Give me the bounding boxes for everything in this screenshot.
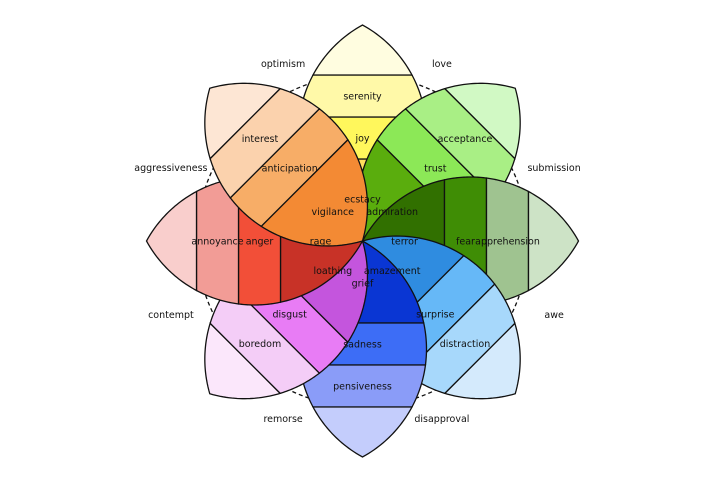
petal-joy-band-3 bbox=[311, 24, 414, 76]
emotion-label-interest: interest bbox=[242, 134, 279, 145]
dyad-label-disapproval: disapproval bbox=[414, 414, 469, 425]
petal-anger-band-3 bbox=[145, 190, 198, 292]
dyad-label-love: love bbox=[432, 59, 452, 70]
emotion-label-terror: terror bbox=[391, 237, 418, 248]
emotion-label-grief: grief bbox=[352, 279, 374, 290]
emotion-label-sadness: sadness bbox=[343, 340, 382, 351]
dyad-labels: love submission awe disapproval remorse conte… bbox=[134, 59, 580, 425]
emotion-label-vigilance: vigilance bbox=[312, 207, 355, 218]
petal-trust-band-3 bbox=[443, 82, 521, 160]
emotion-label-admiration: admiration bbox=[366, 207, 418, 218]
dyad-label-submission: submission bbox=[527, 163, 580, 174]
emotion-label-disgust: disgust bbox=[273, 309, 308, 320]
petal-disgust-band-3 bbox=[204, 322, 282, 400]
emotion-label-rage: rage bbox=[310, 237, 332, 248]
emotion-label-joy: joy bbox=[354, 134, 369, 145]
petal-anticipation-band-3 bbox=[204, 82, 282, 160]
petal-surprise-band-3 bbox=[443, 322, 521, 400]
petal-fear-band-3 bbox=[527, 190, 580, 292]
emotion-label-anger: anger bbox=[246, 237, 274, 248]
emotion-petals bbox=[145, 24, 580, 458]
emotion-label-apprehension: apprehension bbox=[475, 237, 540, 248]
emotion-label-annoyance: annoyance bbox=[191, 237, 243, 248]
emotion-label-amazement: amazement bbox=[364, 266, 421, 277]
dyad-label-awe: awe bbox=[544, 310, 564, 321]
emotion-label-acceptance: acceptance bbox=[438, 134, 493, 145]
dyad-label-remorse: remorse bbox=[263, 414, 302, 425]
emotion-label-loathing: loathing bbox=[313, 266, 352, 277]
petal-sadness-band-3 bbox=[311, 406, 414, 458]
dyad-label-optimism: optimism bbox=[261, 59, 305, 70]
dyad-label-contempt: contempt bbox=[148, 310, 194, 321]
emotion-labels: ecstacy joy serenity admiration trust accepta… bbox=[191, 92, 539, 393]
emotion-label-ecstacy: ecstacy bbox=[344, 195, 381, 206]
emotion-label-fear: fear bbox=[456, 237, 475, 248]
emotion-label-anticipation: anticipation bbox=[262, 164, 318, 175]
emotion-label-pensiveness: pensiveness bbox=[333, 382, 392, 393]
dyad-label-aggressiveness: aggressiveness bbox=[134, 163, 207, 174]
emotion-label-boredom: boredom bbox=[239, 339, 281, 350]
emotion-label-trust: trust bbox=[424, 164, 447, 175]
petal-anticipation bbox=[204, 82, 369, 247]
emotion-label-serenity: serenity bbox=[343, 92, 382, 103]
emotion-label-surprise: surprise bbox=[416, 309, 454, 320]
emotion-label-distraction: distraction bbox=[440, 339, 491, 350]
